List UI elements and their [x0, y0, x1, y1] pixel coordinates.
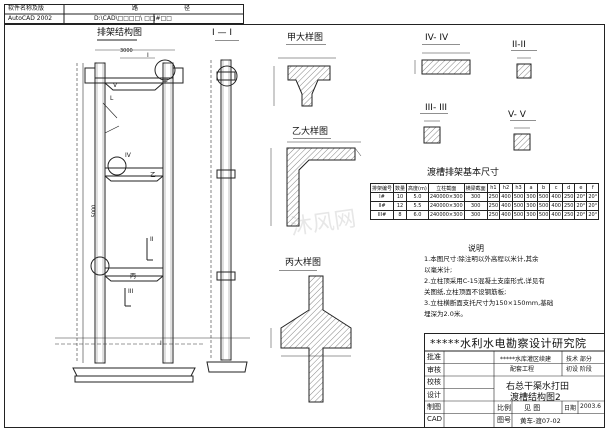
mark-L: L: [110, 95, 114, 102]
scale-label: 比例: [497, 404, 511, 412]
path-label-b: 径: [184, 5, 191, 12]
section-IV-title: IV- IV: [425, 33, 449, 43]
notes-heading: 说明: [468, 244, 484, 253]
detail-jia-drawing: [273, 44, 336, 107]
date-value: 2003.6: [580, 403, 601, 410]
notes-line: 关图纸,立柱顶面不设钢筋板;: [424, 288, 507, 296]
section-II-drawing: [511, 50, 537, 79]
size-table-title: 渡槽排架基本尺寸: [427, 168, 500, 178]
software-label: 软件名称及版: [8, 5, 45, 12]
role-draw: 制图: [427, 403, 441, 411]
mark-bing: 丙: [130, 273, 137, 280]
drawing-name-2: 渡槽结构图2: [510, 393, 561, 403]
notes-line: 以毫米计;: [424, 266, 453, 274]
size-table-cell: 20°: [574, 210, 588, 220]
date-label: 日期: [564, 405, 577, 412]
section-I-drawing: [205, 40, 250, 373]
notes-block: 说明 1.本图尺寸:除注明以外高程以米计,其余 以毫米计; 2.立柱顶采用C-1…: [424, 243, 600, 320]
role-cad: CAD: [427, 415, 443, 423]
detail-yi-title: 乙大样图: [292, 127, 329, 137]
section-II-title: II-II: [512, 40, 526, 50]
notes-line: 埋深为2.0米。: [424, 310, 467, 318]
role-review: 审核: [427, 366, 441, 374]
frame-elevation: [55, 39, 205, 383]
section-IV-drawing: [414, 44, 471, 75]
notes-line: 3.立柱横断面支托尺寸为150×150mm,基础: [424, 299, 554, 307]
section-III-title: III- III: [425, 103, 448, 113]
notes-line: 1.本图尺寸:除注明以外高程以米计,其余: [424, 255, 539, 263]
sheet-label: 图号: [497, 416, 511, 424]
dim-top: 3000: [120, 48, 133, 54]
scale-value: 见 图: [524, 404, 541, 412]
software-value: AutoCAD 2002: [8, 15, 53, 22]
size-table-cell: 8: [393, 210, 408, 220]
notes-line: 2.立柱顶采用C-15混凝土支座形式,详见有: [424, 277, 545, 285]
size-table-cell: 20°: [586, 210, 600, 220]
path-label-a: 路: [132, 5, 139, 12]
stage-line1: 技术 部分: [566, 356, 592, 363]
detail-jia-title: 甲大样图: [287, 33, 324, 43]
project-line1: *****水库灌区续建: [500, 356, 552, 363]
drawing-name-1: 右总干渠水打田: [506, 382, 570, 392]
institute-name: *****水利水电勘察设计研究院: [430, 337, 587, 350]
mark-yi: 乙: [150, 172, 157, 179]
mark-jia: 甲: [162, 78, 169, 85]
mark-II: II: [150, 236, 154, 243]
section-V-title: V- V: [508, 110, 526, 120]
mark-V: V: [113, 82, 118, 89]
detail-bing-drawing: [270, 270, 352, 403]
stage-line2: 初设 阶段: [566, 366, 592, 373]
size-table-cell: 300: [463, 210, 488, 220]
main-view-title: 排架结构图: [97, 28, 143, 38]
role-approve: 批准: [427, 353, 441, 361]
mark-I-top: I: [147, 52, 149, 59]
section-V-drawing: [510, 120, 536, 151]
mark-III: III: [128, 288, 134, 295]
sheet-value: 黄车-渡07-02: [520, 417, 561, 425]
detail-bing-title: 丙大样图: [285, 258, 322, 268]
path-value: D:\CAD\□□□□\ □□#□□: [94, 15, 172, 22]
header-grid: [4, 4, 244, 24]
mark-IV: IV: [125, 152, 131, 159]
section-III-drawing: [420, 113, 448, 144]
role-design: 设计: [427, 391, 441, 399]
header-strip: 软件名称及版 AutoCAD 2002 路 径 D:\CAD\□□□□\ □□#…: [4, 4, 244, 24]
mark-I-bottom: I: [160, 340, 162, 347]
role-check: 校核: [427, 378, 441, 386]
project-line2: 配套工程: [510, 366, 535, 373]
section-I-title: I — I: [212, 28, 233, 38]
detail-yi-drawing: [270, 138, 362, 227]
